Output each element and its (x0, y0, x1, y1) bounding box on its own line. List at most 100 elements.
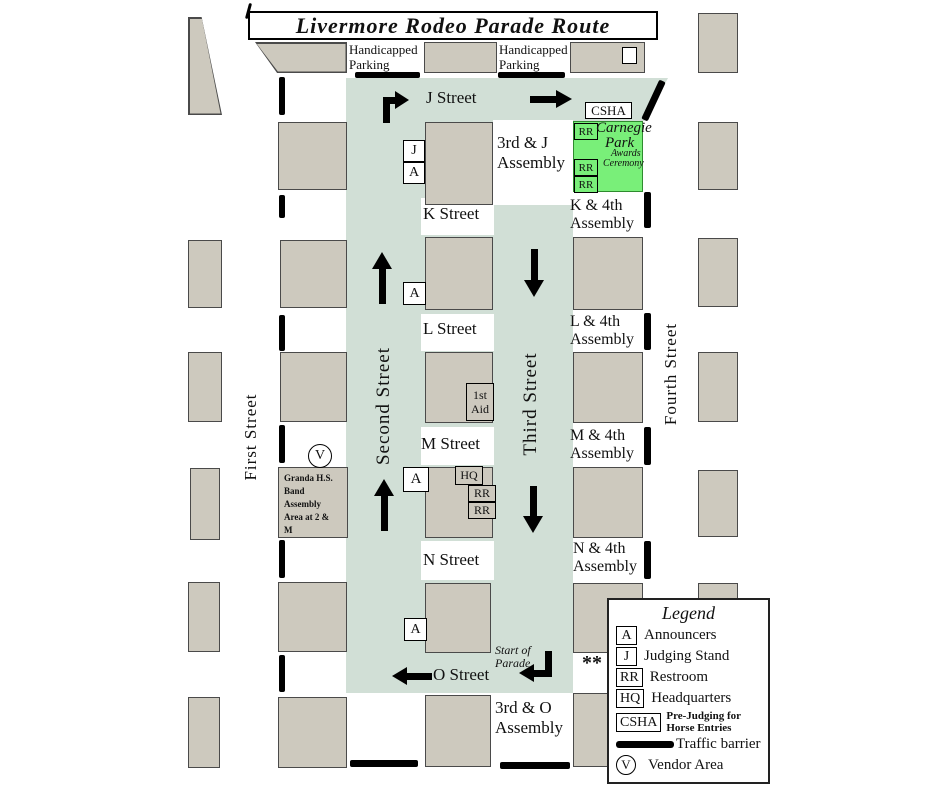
judging-symbol: J (616, 647, 637, 666)
city-block (698, 470, 738, 537)
city-block (698, 238, 738, 307)
city-block (280, 240, 347, 308)
announcer-marker: A (404, 618, 427, 641)
city-block (573, 237, 643, 310)
start-arrow-turn-left (533, 670, 549, 677)
csha-marker: CSHA (585, 102, 632, 119)
route-arrowhead-up (372, 252, 392, 269)
carnegie-park-label: Carnegie Park Awards Ceremony (596, 120, 652, 169)
barrier-stars-note: ** (582, 652, 602, 674)
vendor-area-marker: V (308, 444, 332, 468)
route-arrowhead-right (556, 90, 572, 108)
street-label-o: O Street (433, 665, 490, 684)
route-arrow-down (531, 249, 538, 281)
street-label-l: L Street (423, 319, 477, 338)
street-strip-n (421, 541, 494, 580)
city-block (570, 42, 645, 73)
traffic-barrier (498, 72, 565, 78)
city-block (188, 697, 220, 768)
traffic-barrier (355, 72, 420, 78)
route-arrow-turn-right (383, 97, 390, 123)
route-arrow-down (530, 486, 537, 517)
route-arrow-left (407, 673, 432, 680)
route-arrowhead-down (523, 516, 543, 533)
start-arrow-turn-left (545, 651, 552, 677)
legend-title: Legend (662, 603, 715, 623)
announcer-marker: A (403, 282, 426, 305)
legend-item-announcers: A Announcers (616, 626, 761, 645)
street-label-m: M Street (421, 434, 481, 453)
city-block (278, 582, 347, 652)
headquarters-marker: HQ (455, 466, 483, 485)
city-block (188, 582, 220, 652)
route-arrowhead-right (395, 91, 409, 109)
route-arrow-up (379, 268, 386, 304)
route-arrowhead-left (519, 664, 534, 682)
restroom-marker: RR (574, 176, 598, 193)
street-strip-m (421, 427, 494, 465)
small-structure (622, 47, 637, 64)
traffic-barrier (279, 315, 285, 351)
map-title: Livermore Rodeo Parade Route (248, 11, 658, 40)
legend-item-headquarters: HQ Headquarters (616, 689, 761, 708)
street-label-j: J Street (426, 88, 477, 107)
traffic-barrier-swatch (616, 741, 674, 749)
route-arrow-up (381, 495, 388, 531)
traffic-barrier (279, 425, 285, 463)
legend: Legend A Announcers J Judging Stand RR R… (607, 598, 770, 784)
street-label-second: Second Street (373, 347, 394, 466)
city-block (698, 352, 738, 422)
traffic-barrier (279, 540, 285, 578)
restroom-marker: RR (574, 159, 598, 176)
city-block (573, 467, 643, 538)
traffic-barrier (279, 77, 285, 115)
traffic-barrier (279, 195, 285, 218)
legend-item-restroom: RR Restroom (616, 668, 761, 687)
street-label-third: Third Street (520, 352, 541, 456)
city-block (424, 42, 497, 73)
city-block (425, 583, 491, 653)
restroom-marker: RR (574, 123, 598, 140)
route-arrowhead-down (524, 280, 544, 297)
street-label-n: N Street (423, 550, 480, 569)
city-block (255, 42, 347, 73)
city-block (188, 352, 222, 422)
city-block (573, 352, 643, 423)
city-block (425, 237, 493, 310)
route-arrow-right (530, 96, 556, 103)
city-block (190, 468, 220, 540)
vendor-symbol: V (616, 755, 636, 776)
legend-item-judging-stand: J Judging Stand (616, 647, 761, 666)
city-block (278, 697, 347, 768)
route-arrowhead-left (392, 667, 407, 685)
city-block (188, 17, 222, 115)
handicapped-parking-label: Handicapped Parking (497, 42, 570, 73)
band-assembly-block (278, 467, 348, 538)
traffic-barrier (644, 427, 651, 465)
street-strip-l (421, 314, 494, 351)
headquarters-symbol: HQ (616, 689, 645, 708)
restroom-marker: RR (468, 485, 496, 502)
announcer-symbol: A (616, 626, 637, 645)
restroom-marker: RR (468, 502, 496, 519)
handicapped-parking-label: Handicapped Parking (347, 42, 424, 73)
traffic-barrier (644, 541, 651, 579)
announcer-marker: A (403, 467, 429, 492)
city-block (425, 122, 493, 205)
city-block (698, 122, 738, 190)
restroom-symbol: RR (616, 668, 643, 687)
city-block (188, 240, 222, 308)
city-block (698, 13, 738, 73)
legend-item-vendor-area: V Vendor Area (616, 755, 761, 776)
route-arrow-turn-right (383, 97, 395, 104)
